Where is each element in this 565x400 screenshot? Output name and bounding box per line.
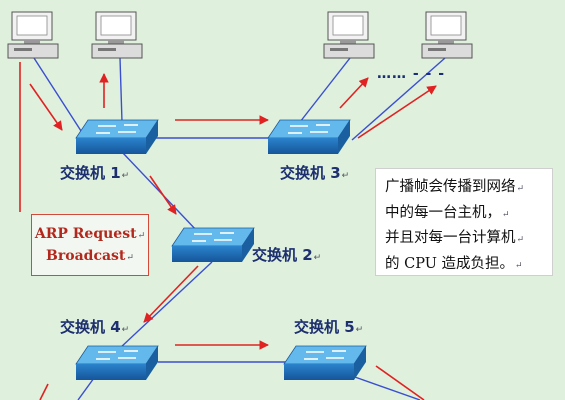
network-switch-icon bbox=[75, 119, 159, 154]
cable-pc3-sw3 bbox=[299, 57, 351, 123]
arp-line-1: ARP Request↵ bbox=[34, 226, 146, 242]
network-switch-icon bbox=[171, 227, 255, 262]
cable-pc2-sw1 bbox=[119, 57, 123, 123]
arp-line-2: Broadcast↵ bbox=[46, 248, 134, 264]
switch-1-label: 交换机 1↵ bbox=[60, 164, 130, 182]
broadcast-explanation-box: 广播帧会传播到网络↵ 中的每一台主机，↵ 并且对每一台计算机↵ 的 CPU 造成… bbox=[375, 168, 553, 276]
desktop-computer-icon bbox=[7, 11, 59, 59]
desktop-computer-icon bbox=[91, 11, 143, 59]
arrow-sw1-sw2 bbox=[149, 175, 177, 215]
switch-2-label: 交换机 2↵ bbox=[252, 246, 322, 264]
desktop-computer-icon bbox=[323, 11, 375, 59]
info-line-3: 并且对每一台计算机↵ bbox=[385, 230, 525, 246]
arrow-sw5-down bbox=[375, 365, 425, 400]
more-hosts-ellipsis: …… - - - bbox=[377, 66, 446, 82]
info-line-2: 中的每一台主机，↵ bbox=[385, 204, 510, 221]
info-line-4: 的 CPU 造成负担。↵ bbox=[385, 255, 523, 272]
cable-sw5-down bbox=[351, 375, 421, 400]
arrow-sw3-pc4 bbox=[357, 85, 437, 139]
switch-3-label: 交换机 3↵ bbox=[280, 164, 350, 182]
switch-4-label: 交换机 4↵ bbox=[60, 318, 130, 336]
network-switch-icon bbox=[283, 345, 367, 380]
cable-sw2-sw4 bbox=[119, 261, 213, 349]
arrow-sw2-sw4 bbox=[143, 265, 199, 323]
arp-request-box: ARP Request↵ Broadcast↵ bbox=[31, 214, 149, 276]
desktop-computer-icon bbox=[421, 11, 473, 59]
network-switch-icon bbox=[267, 119, 351, 154]
arrow-pc1-sw1 bbox=[29, 83, 63, 131]
switch-5-label: 交换机 5↵ bbox=[294, 318, 364, 336]
arrow-sw3-pc3 bbox=[339, 77, 369, 109]
cable-pc4-sw3 bbox=[351, 57, 446, 141]
network-switch-icon bbox=[75, 345, 159, 380]
broadcast-arrow-icon bbox=[19, 62, 437, 400]
arrow-sw4-down bbox=[39, 383, 49, 400]
cable-sw4-down bbox=[77, 377, 95, 400]
info-line-1: 广播帧会传播到网络↵ bbox=[385, 179, 525, 195]
